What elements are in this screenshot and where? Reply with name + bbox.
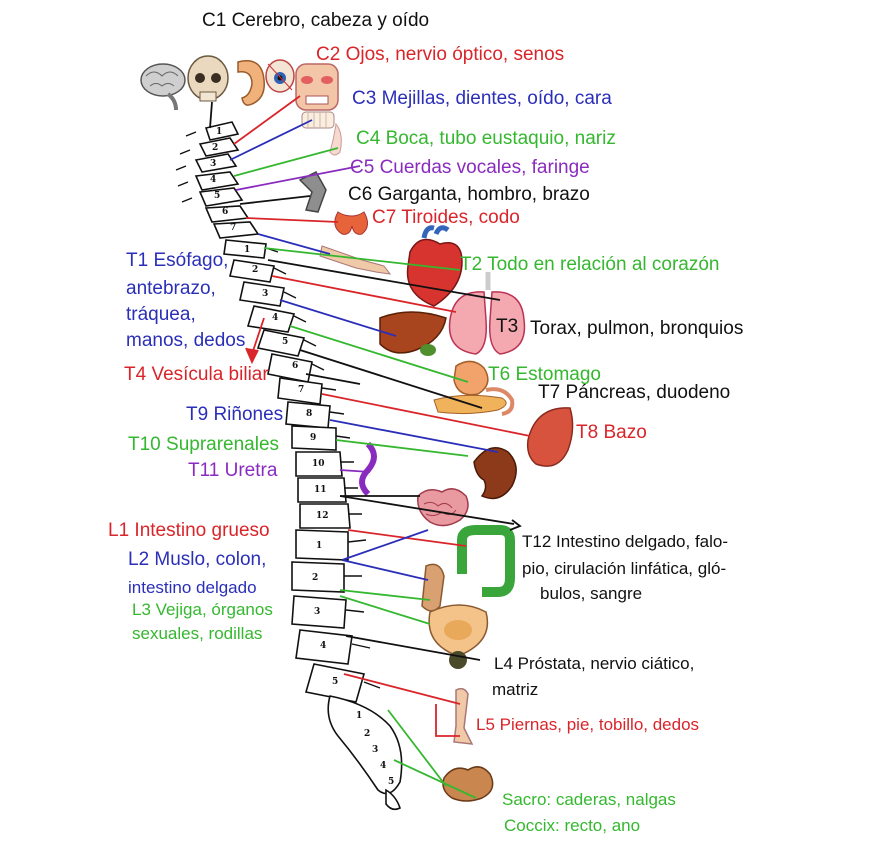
svg-text:1: 1 [356, 711, 362, 721]
label-t3: Torax, pulmon, bronquios [530, 318, 744, 339]
svg-text:4: 4 [272, 313, 278, 323]
svg-text:2: 2 [364, 729, 370, 739]
spine-processes [175, 131, 381, 689]
label-t3-code: T3 [496, 316, 519, 337]
label-t12-line3: bulos, sangre [540, 584, 643, 603]
label-t10: T10 Suprarenales [128, 434, 280, 455]
label-l5: L5 Piernas, pie, tobillo, dedos [476, 715, 700, 734]
connector-lines [209, 95, 531, 799]
heart-icon [406, 225, 463, 307]
svg-text:5: 5 [332, 677, 338, 687]
svg-text:7: 7 [230, 223, 236, 233]
label-t11: T11 Uretra [188, 460, 278, 481]
label-c7: C7 Tiroides, codo [372, 207, 520, 228]
label-t12-line2: pio, cirulación linfática, gló- [522, 559, 727, 578]
thyroid-icon [334, 211, 368, 235]
label-t12-line1: T12 Intestino delgado, falo- [522, 532, 729, 551]
label-c6: C6 Garganta, hombro, brazo [348, 184, 590, 205]
label-l1: L1 Intestino grueso [108, 520, 270, 541]
svg-text:4: 4 [210, 175, 216, 185]
svg-text:4: 4 [380, 761, 386, 771]
label-t9: T9 Riñones [186, 404, 284, 425]
svg-text:9: 9 [310, 433, 316, 443]
spleen-icon [526, 407, 574, 467]
label-t8: T8 Bazo [576, 422, 647, 443]
svg-text:5: 5 [388, 777, 394, 787]
leg-icon [453, 687, 474, 745]
stomach-icon [453, 360, 489, 396]
label-t1-line3: tráquea, [126, 304, 196, 325]
buttocks-icon [442, 766, 494, 802]
arm-icon [298, 171, 327, 213]
svg-text:1: 1 [244, 245, 250, 255]
label-c1: C1 Cerebro, cabeza y oído [202, 10, 430, 31]
svg-text:3: 3 [314, 607, 320, 617]
vertebra-numbers: 1 2 3 4 5 6 7 1 2 3 4 5 6 7 8 9 10 11 12… [210, 127, 394, 787]
svg-text:6: 6 [222, 207, 228, 217]
svg-text:6: 6 [292, 361, 298, 371]
svg-text:12: 12 [316, 511, 329, 521]
label-l4-line1: L4 Próstata, nervio ciático, [494, 654, 695, 673]
label-sacro: Sacro: caderas, nalgas [502, 790, 676, 809]
intestine-icon [417, 488, 469, 527]
svg-text:11: 11 [314, 485, 327, 495]
svg-text:1: 1 [216, 127, 222, 137]
label-l3-line2: sexuales, rodillas [132, 624, 263, 643]
label-c4: C4 Boca, tubo eustaquio, nariz [356, 128, 616, 149]
label-l4-line2: matriz [492, 680, 539, 699]
teeth-icon [301, 111, 335, 129]
skull-icon [187, 55, 229, 102]
label-c2: C2 Ojos, nervio óptico, senos [316, 44, 565, 65]
svg-text:10: 10 [312, 459, 325, 469]
spine-column [194, 121, 403, 811]
pancreas-icon [433, 387, 515, 416]
label-coccix: Coccix: recto, ano [504, 816, 641, 835]
hand-icon [319, 245, 392, 275]
label-l2-line1: L2 Muslo, colon, [128, 549, 267, 570]
lungs-icon [448, 272, 526, 355]
svg-text:3: 3 [372, 745, 378, 755]
face-icon [295, 63, 339, 111]
nose-icon [329, 122, 342, 156]
svg-text:2: 2 [212, 143, 218, 153]
label-l3-line1: L3 Vejiga, órganos [132, 600, 273, 619]
label-l2-line2: intestino delgado [128, 578, 257, 597]
svg-text:3: 3 [210, 159, 216, 169]
label-t7: T7 Páncreas, duodeno [538, 382, 731, 403]
brain-icon [140, 63, 186, 111]
svg-text:5: 5 [282, 337, 288, 347]
svg-text:3: 3 [262, 289, 268, 299]
label-t1-line4: manos, dedos [126, 330, 246, 351]
svg-text:8: 8 [306, 409, 312, 419]
svg-text:7: 7 [298, 385, 304, 395]
svg-text:1: 1 [316, 541, 322, 551]
kidney-icon [473, 447, 517, 500]
label-t1-line2: antebrazo, [126, 278, 216, 299]
colon-icon [457, 525, 515, 597]
label-t2: T2 Todo en relación al corazón [460, 254, 720, 275]
label-c5: C5 Cuerdas vocales, faringe [350, 157, 590, 178]
label-t6: T6 Estomago [488, 364, 601, 385]
ear-icon [237, 60, 265, 106]
eye-icon [265, 59, 295, 93]
svg-text:2: 2 [312, 573, 318, 583]
label-t4: T4 Vesícula biliar [124, 364, 269, 385]
liver-icon [379, 311, 447, 356]
label-c3: C3 Mejillas, dientes, oído, cara [352, 88, 612, 109]
label-t1-line1: T1 Esófago, [126, 250, 229, 271]
svg-text:4: 4 [320, 641, 326, 651]
thigh-icon [421, 563, 445, 612]
t11-ribbon [359, 441, 377, 497]
svg-text:5: 5 [214, 191, 220, 201]
svg-text:2: 2 [252, 265, 258, 275]
